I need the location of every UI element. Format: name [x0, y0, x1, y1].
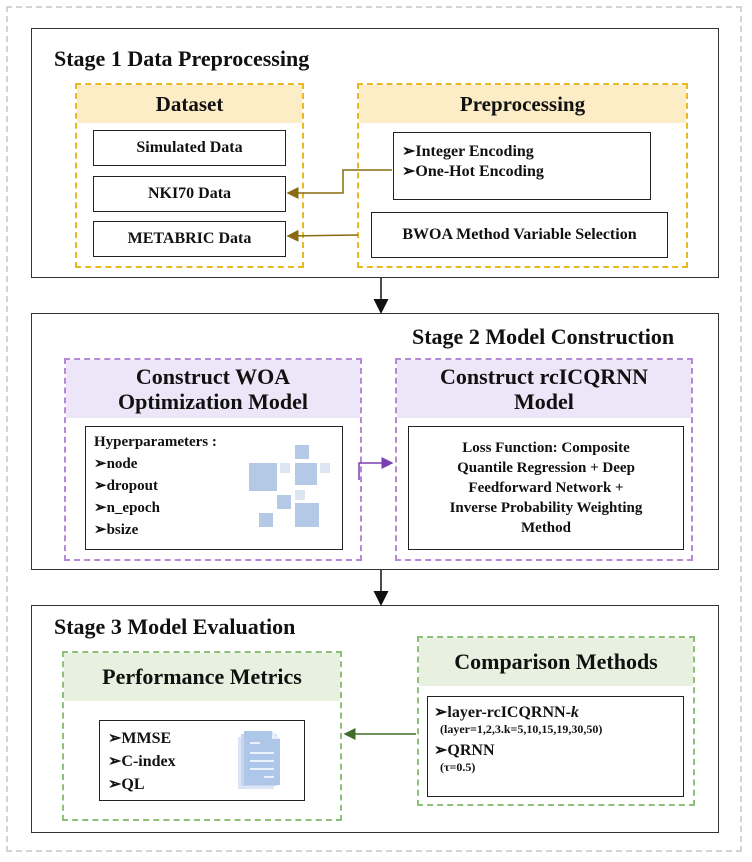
encoding-item-onehot: ➢One-Hot Encoding — [402, 163, 544, 180]
loss-line-4: Inverse Probability Weighting — [449, 500, 643, 516]
woa-header-line1: Construct WOA — [135, 363, 291, 389]
dataset-group: Dataset Simulated Data NKI70 Data METABR… — [75, 83, 304, 268]
hyperparameter-node: ➢node — [94, 456, 138, 472]
encoding-box: ➢Integer Encoding ➢One-Hot Encoding — [393, 132, 651, 200]
loss-line-5: Method — [521, 520, 571, 536]
loss-line-1: Loss Function: Composite — [462, 440, 630, 456]
woa-header: Construct WOA Optimization Model — [66, 360, 360, 418]
comparison-methods-group: Comparison Methods ➢layer-rcICQRNN-k (la… — [417, 636, 695, 806]
stage-3-title: Stage 3 Model Evaluation — [54, 614, 296, 639]
loss-line-3: Feedforward Network + — [468, 480, 624, 496]
stage-3-panel: Stage 3 Model Evaluation Performance Met… — [31, 605, 719, 833]
performance-metrics-header: Performance Metrics — [64, 653, 340, 701]
method-qrnn: ➢QRNN — [434, 742, 495, 759]
loss-line-2: Quantile Regression + Deep — [457, 460, 635, 476]
document-icon — [238, 731, 280, 789]
hyperparameters-label: Hyperparameters : — [94, 434, 217, 450]
hyperparameter-bsize: ➢bsize — [94, 522, 139, 538]
comparison-methods-box: ➢layer-rcICQRNN-k (layer=1,2,3.k=5,10,15… — [427, 696, 684, 797]
encoding-item-integer: ➢Integer Encoding — [402, 143, 534, 160]
dataset-item-nki70: NKI70 Data — [93, 176, 286, 212]
rcicqrnn-header: Construct rcICQRNN Model — [397, 360, 691, 418]
metric-mmse: ➢MMSE — [108, 730, 172, 747]
comparison-methods-header: Comparison Methods — [419, 638, 693, 686]
method-qrnn-params: (τ=0.5) — [440, 760, 476, 774]
metric-ql: ➢QL — [108, 776, 145, 793]
diagram-frame — [6, 6, 742, 852]
metrics-box: ➢MMSE ➢C-index ➢QL — [99, 720, 305, 801]
method-layer-rcicqrnn: ➢layer-rcICQRNN-k — [434, 704, 579, 721]
hyperparameter-dropout: ➢dropout — [94, 478, 158, 494]
rcicqrnn-header-line2: Model — [514, 389, 574, 414]
squares-grid-icon — [249, 445, 330, 527]
dataset-item-simulated: Simulated Data — [93, 130, 286, 166]
bwoa-selection-box: BWOA Method Variable Selection — [371, 212, 668, 258]
stage-2-panel: Stage 2 Model Construction Construct WOA… — [31, 313, 719, 570]
dataset-header: Dataset — [77, 85, 302, 123]
dataset-item-metabric: METABRIC Data — [93, 221, 286, 257]
metric-c-index: ➢C-index — [108, 753, 176, 770]
method-layer-rcicqrnn-params: (layer=1,2,3.k=5,10,15,19,30,50) — [440, 722, 603, 736]
hyperparameter-n-epoch: ➢n_epoch — [94, 500, 160, 516]
woa-header-line2: Optimization Model — [117, 389, 309, 414]
stage-1-title: Stage 1 Data Preprocessing — [54, 46, 310, 71]
loss-function-box: Loss Function: Composite Quantile Regres… — [408, 426, 684, 550]
woa-group: Construct WOA Optimization Model Hyperpa… — [64, 358, 362, 561]
performance-metrics-group: Performance Metrics ➢MMSE ➢C-index ➢QL — [62, 651, 342, 821]
hyperparameters-box: Hyperparameters : ➢node ➢dropout ➢n_epoc… — [85, 426, 343, 550]
preprocessing-header: Preprocessing — [359, 85, 686, 123]
rcicqrnn-group: Construct rcICQRNN Model Loss Function: … — [395, 358, 693, 561]
preprocessing-group: Preprocessing ➢Integer Encoding ➢One-Hot… — [357, 83, 688, 268]
stage-1-panel: Stage 1 Data Preprocessing Dataset Simul… — [31, 28, 719, 278]
rcicqrnn-header-line1: Construct rcICQRNN — [440, 363, 648, 389]
stage-2-title: Stage 2 Model Construction — [412, 324, 675, 349]
